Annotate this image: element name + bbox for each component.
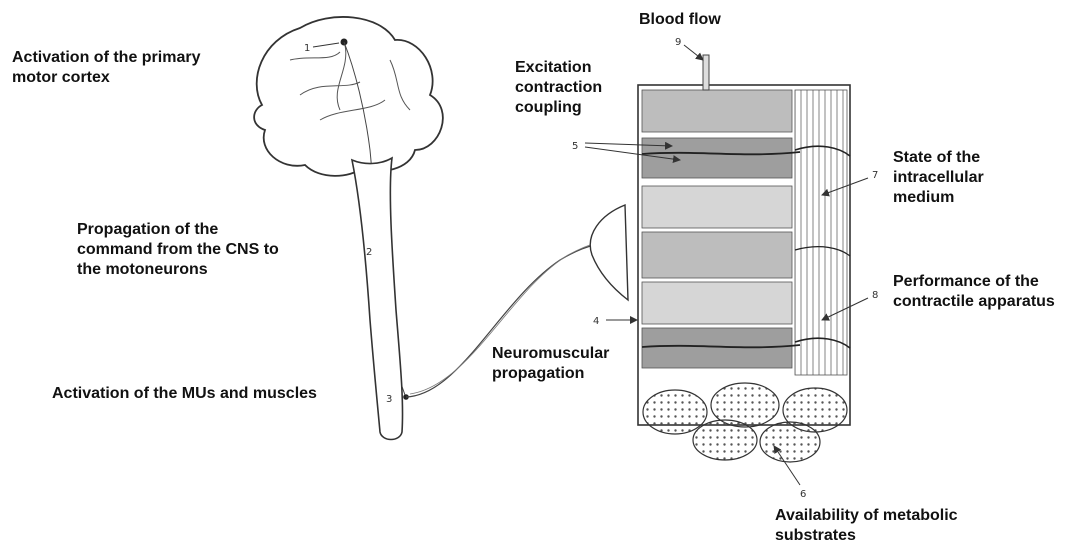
brain-outline	[254, 17, 443, 176]
neuromuscular-junction	[590, 205, 628, 300]
callout-number-3: 3	[386, 394, 392, 405]
arrow-9	[684, 45, 703, 60]
callout-number-8: 8	[872, 290, 878, 301]
callout-number-4: 4	[593, 316, 599, 327]
blood-vessel	[703, 55, 709, 90]
callout-number-6: 6	[800, 489, 806, 500]
label-primary-motor-cortex: Activation of the primary motor cortex	[12, 48, 200, 88]
muscle-fiber	[638, 85, 850, 462]
label-neuromuscular: Neuromuscular propagation	[492, 344, 609, 384]
label-activation-mus: Activation of the MUs and muscles	[52, 384, 317, 404]
callout-number-1: 1	[304, 43, 310, 54]
callout-number-7: 7	[872, 170, 878, 181]
label-blood-flow: Blood flow	[639, 10, 721, 30]
callout-number-9: 9	[675, 37, 681, 48]
label-propagation-cns: Propagation of the command from the CNS …	[77, 220, 279, 280]
label-excitation-contraction: Excitation contraction coupling	[515, 58, 602, 118]
label-metabolic-substrates: Availability of metabolic substrates	[775, 506, 958, 546]
callout-number-5: 5	[572, 141, 578, 152]
callout-number-2: 2	[366, 247, 372, 258]
label-contractile-apparatus: Performance of the contractile apparatus	[893, 272, 1055, 312]
spinal-cord	[352, 158, 403, 440]
label-intracellular-medium: State of the intracellular medium	[893, 148, 984, 208]
